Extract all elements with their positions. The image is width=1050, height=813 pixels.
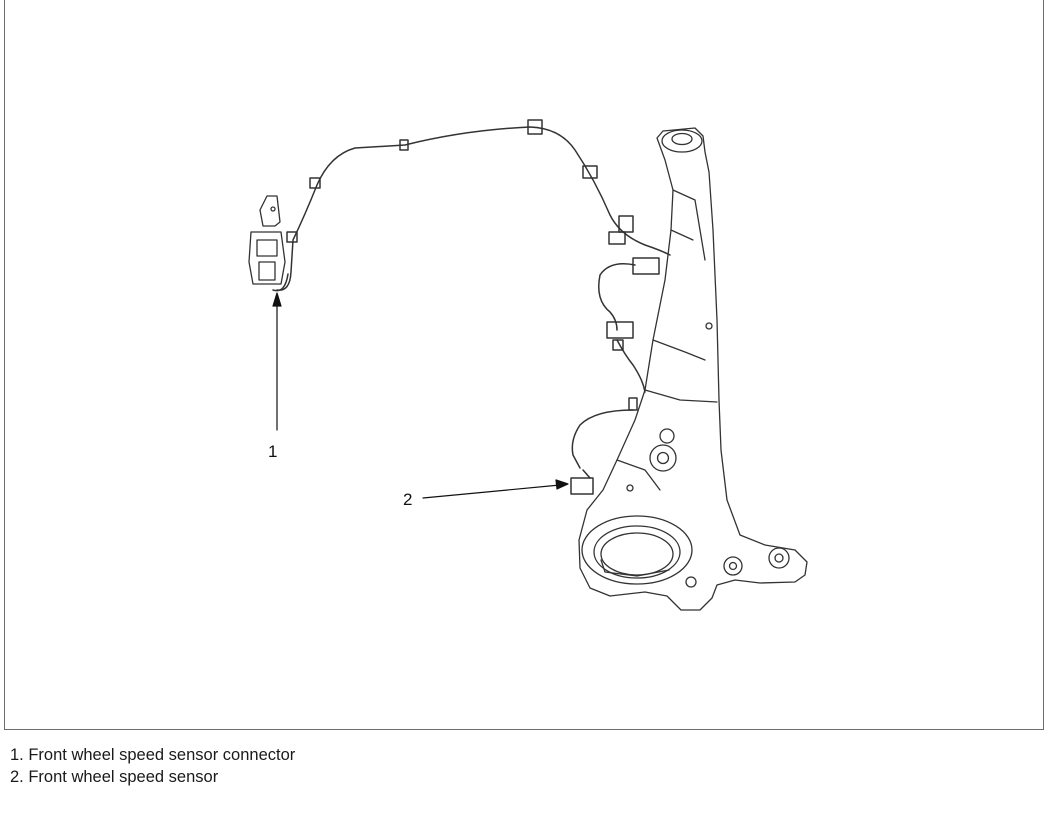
legend-item-sensor: 2. Front wheel speed sensor xyxy=(10,768,219,786)
callout-2: 2 xyxy=(403,490,413,509)
legend-item-connector: 1. Front wheel speed sensor connector xyxy=(10,746,296,764)
figure-frame: 1 2 xyxy=(4,0,1044,730)
callout-1: 1 xyxy=(268,442,278,461)
legend: 1. Front wheel speed sensor connector 2.… xyxy=(10,744,295,788)
leader-lines xyxy=(272,292,569,499)
wheel-speed-sensor-diagram xyxy=(248,119,808,611)
sensor-connector xyxy=(248,195,286,285)
sensor-harness xyxy=(272,119,671,495)
steering-knuckle xyxy=(578,127,808,611)
